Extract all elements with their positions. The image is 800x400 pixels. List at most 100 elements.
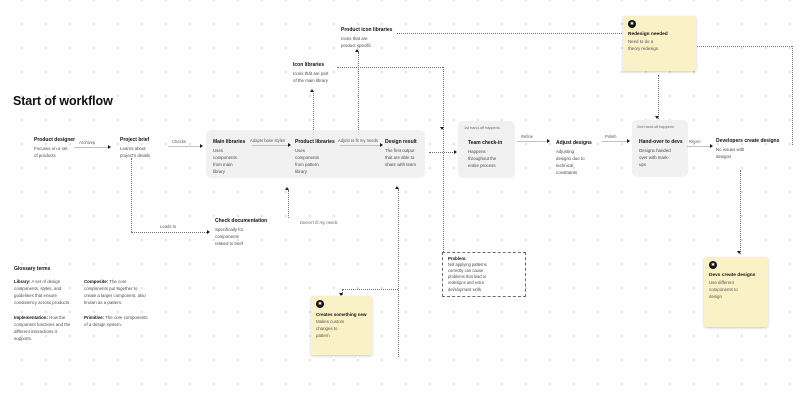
sticky-devs-create-designs[interactable]: ✱ Devs create designs Use different comp… [704,257,768,327]
node-title: Project brief [120,137,150,143]
flow-line [340,145,381,146]
glossary-grid: Library: A set of design components, sty… [14,278,164,342]
node-title: Check documentation [215,218,268,224]
stamp-icon: ✱ [628,20,636,28]
node-design-result[interactable]: Design result The first output that are … [385,139,421,168]
glossary-panel[interactable]: Glossary terms Library: A set of design … [14,266,164,342]
glossary-item: Primitive: The core components of a desi… [84,314,150,342]
flow-label-adjust-fit[interactable]: Adjust to fit my needs [338,138,379,143]
node-product-libraries[interactable]: Product libraries Uses components from p… [295,139,335,175]
node-body: Icons that are product specific [341,35,372,48]
flow-label-refine[interactable]: Refine [521,134,534,139]
connector-product-icons-to-redesign [397,33,622,34]
frame-label-second-handoff[interactable]: 2nd hand-off happens [637,125,674,129]
arrowhead-right-icon [627,139,630,143]
glossary-term: Implementation: [14,315,48,321]
arrowhead-right-icon [454,150,457,154]
sticky-body: Need to do a theory redesign [628,39,659,52]
node-body: Icons that are part of the main library [293,70,329,83]
arrowhead-right-icon [710,144,713,148]
connector-up-to-product-icon-libraries [358,52,359,130]
node-body: Uses components from main library [213,147,237,174]
connector-redesign-to-handover [658,75,659,119]
connector-redesign-right [697,46,792,47]
node-developers-create-designs[interactable]: Developers create designs No issues with… [716,138,786,160]
connector-label-doesnt-fit[interactable]: Doesn't fit my needs [300,220,338,225]
node-project-brief[interactable]: Project brief Learns about project's det… [120,137,154,159]
connector-to-creates-new-h [342,289,398,290]
frame-second-handoff[interactable] [632,120,688,177]
glossary-definition: The core components put together to crea… [84,279,146,306]
flow-line [687,146,711,147]
node-body: Focuses on a set of products [34,145,68,158]
arrowhead-right-icon [547,139,550,143]
node-product-designer[interactable]: Product designer Focuses on a set of pro… [34,137,76,159]
frame-first-handoff[interactable] [458,121,515,178]
glossary-heading: Glossary terms [14,266,51,272]
sticky-title: Devs create designs [709,272,756,278]
stamp-icon: ✱ [709,261,717,269]
connector-result-down [398,189,399,357]
sticky-creates-something-new[interactable]: ✱ Creates something new Makes custom cha… [311,296,372,355]
node-title: Adjust designs [556,140,592,146]
node-product-icon-libraries[interactable]: Product icon libraries Icons that are pr… [341,27,399,49]
node-title: Design result [385,139,417,145]
arrowhead-right-icon [380,143,383,147]
flow-label-polish[interactable]: Polish [605,134,617,139]
node-body: Uses components from pattern library [295,147,319,174]
arrowhead-down-icon [655,116,659,119]
node-body: Happens throughout the entire process [468,148,497,168]
glossary-item: Implementation: How the component functi… [14,314,76,342]
flow-line [168,146,201,147]
node-title: Product icon libraries [341,27,393,33]
node-handover-to-devs[interactable]: Hand-over to devs Designs handed over wi… [639,139,683,168]
arrowhead-up-icon [355,49,359,52]
connector-docs-to-product-libraries [288,190,289,218]
node-team-checkin[interactable]: Team check-in Happens throughout the ent… [468,140,503,169]
page-title[interactable]: Start of workflow [13,94,113,108]
sticky-title: Creates something new [316,311,367,317]
flow-label-repro[interactable]: Repro [689,139,701,144]
flow-line [517,141,548,142]
node-body: The first output that are able to share … [385,147,416,167]
arrowhead-up-icon [310,89,314,92]
sticky-title: Redesign needed [628,31,668,37]
node-title: Hand-over to devs [639,139,683,145]
flow-label-checks[interactable]: Checks [172,139,186,144]
connector-brief-to-docs-h [131,232,207,233]
stamp-glyph: ✱ [630,21,634,26]
connector-right-edge-down [792,46,793,145]
frame-label-first-handoff[interactable]: 1st hand-off happens [464,126,500,130]
flow-label-adapts[interactable]: Adapts base styles [250,138,286,143]
problem-note[interactable]: Problem: Not applying patterns correctly… [442,252,526,297]
node-title: Team check-in [468,140,503,146]
connector-label-leads-to[interactable]: Leads to [160,224,177,229]
stamp-icon: ✱ [316,300,324,308]
node-title: Icon libraries [293,62,325,68]
arrowhead-down-icon [440,127,444,130]
node-check-documentation[interactable]: Check documentation Specifically for com… [215,218,267,247]
frame-libraries-group[interactable] [206,130,425,178]
flow-line [74,147,109,148]
arrowhead-up-icon [395,186,399,189]
sticky-body: Use different components to design [709,280,738,300]
sticky-redesign-needed[interactable]: ✱ Redesign needed Need to do a theory re… [623,16,696,71]
node-body: Specifically for components related to b… [215,226,244,246]
node-main-libraries[interactable]: Main libraries Uses components from main… [213,139,246,175]
node-title: Main libraries [213,139,246,145]
flow-line [602,141,628,142]
connector-result-to-checkin [429,152,455,153]
arrowhead-right-icon [108,145,111,149]
connector-brief-to-docs-v [131,158,132,232]
sticky-body: Makes custom changes to pattern [316,319,345,339]
glossary-definition: The core components of a design system. [84,315,148,328]
node-icon-libraries[interactable]: Icon libraries Icons that are part of th… [293,62,329,84]
flow-label-archives[interactable]: Archives [79,140,96,145]
connector-down-to-problem [443,67,444,252]
node-adjust-designs[interactable]: Adjust designs Adjusting designs due to … [556,140,592,176]
problem-body: Not applying patterns correctly can caus… [448,262,487,292]
node-title: Product designer [34,137,76,143]
arrowhead-right-icon [207,230,210,234]
stamp-glyph: ✱ [318,301,322,306]
